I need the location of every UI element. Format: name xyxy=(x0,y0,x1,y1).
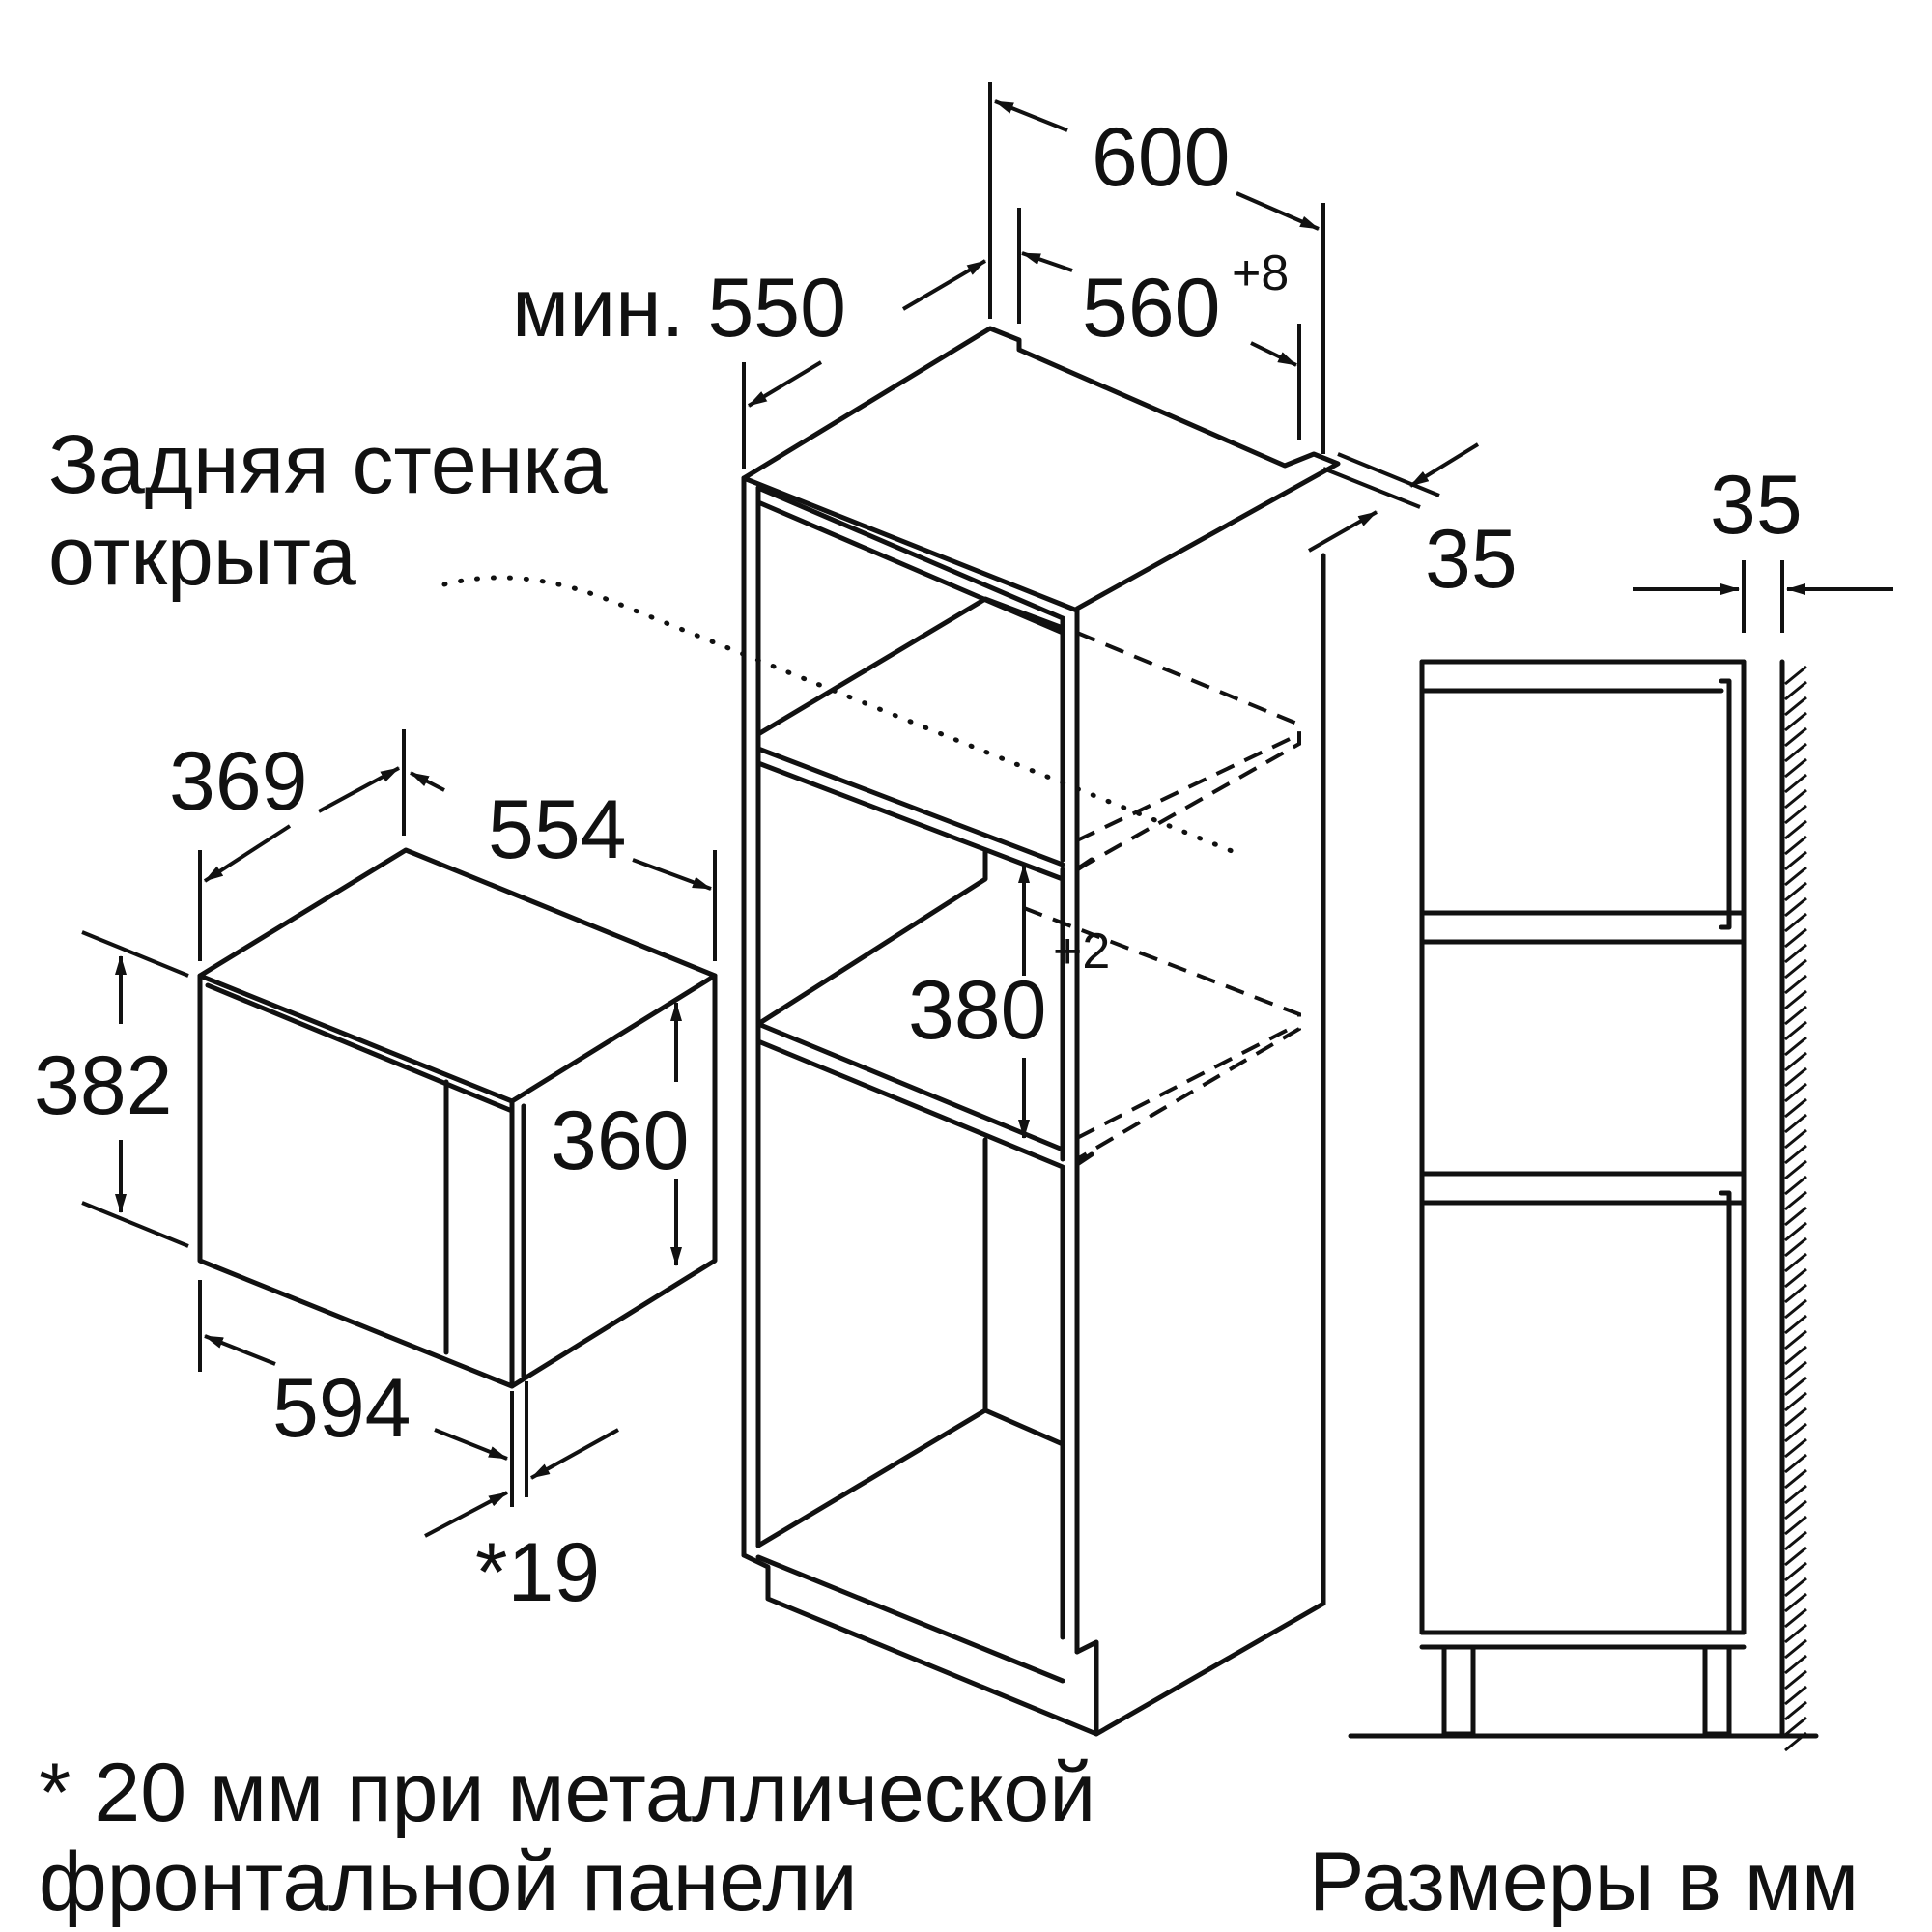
hatch-line xyxy=(1784,696,1807,717)
dim-380-tolerance: +2 xyxy=(1053,923,1110,980)
hatch-line xyxy=(1784,788,1807,810)
hatch-line xyxy=(1784,1376,1807,1397)
hatch-line xyxy=(1784,665,1807,686)
hatch-line xyxy=(1784,1020,1807,1041)
hatch-line xyxy=(1784,1391,1807,1412)
dim-min-550: мин. 550 xyxy=(512,262,846,355)
footnote-line1: * 20 мм при металлической xyxy=(39,1747,1095,1839)
hatch-line xyxy=(1784,1283,1807,1304)
dim-35-top: 35 xyxy=(1425,513,1518,606)
hatch-line xyxy=(1784,1066,1807,1088)
dim-560-tolerance: +8 xyxy=(1232,245,1289,301)
hatch-line xyxy=(1784,1128,1807,1150)
hatch-line xyxy=(1784,1453,1807,1474)
hatch-line xyxy=(1784,1345,1807,1366)
hatch-line xyxy=(1784,1422,1807,1443)
hatch-line xyxy=(1784,835,1807,856)
hatch-line xyxy=(1784,1546,1807,1567)
footnote-line2: фронтальной панели xyxy=(39,1835,858,1928)
hatch-line xyxy=(1784,742,1807,763)
hatch-line xyxy=(1784,680,1807,701)
hatch-line xyxy=(1784,974,1807,995)
hatch-line xyxy=(1784,1561,1807,1582)
hatch-line xyxy=(1784,958,1807,980)
back-wall-note-line2: открыта xyxy=(48,510,356,603)
hatch-line xyxy=(1784,819,1807,840)
hatch-line xyxy=(1784,1700,1807,1721)
hatch-line xyxy=(1784,757,1807,779)
hatch-line xyxy=(1784,1437,1807,1459)
hatch-line xyxy=(1784,1159,1807,1180)
hatch-line xyxy=(1784,1005,1807,1026)
dim-594: 594 xyxy=(272,1362,412,1455)
back-wall-note-line1: Задняя стенка xyxy=(48,418,608,511)
hatch-line xyxy=(1784,1051,1807,1072)
hatch-line xyxy=(1784,773,1807,794)
hatch-line xyxy=(1784,1406,1807,1428)
hatch-line xyxy=(1784,1468,1807,1490)
hatch-line xyxy=(1784,881,1807,902)
hatch-line xyxy=(1784,1638,1807,1660)
hatch-line xyxy=(1784,1530,1807,1551)
dim-600: 600 xyxy=(1092,111,1231,204)
hatch-line xyxy=(1784,927,1807,949)
hatch-line xyxy=(1784,1314,1807,1335)
hatch-line xyxy=(1784,804,1807,825)
hatch-line xyxy=(1784,1685,1807,1706)
hatch-line xyxy=(1784,1298,1807,1320)
hatch-line xyxy=(1784,1190,1807,1211)
hatch-line xyxy=(1784,1144,1807,1165)
hatch-line xyxy=(1784,1654,1807,1675)
hatch-line xyxy=(1784,1360,1807,1381)
hatch-line xyxy=(1784,1175,1807,1196)
hatch-line xyxy=(1784,1623,1807,1644)
hatch-line xyxy=(1784,711,1807,732)
hatch-line xyxy=(1784,1669,1807,1690)
units-note: Размеры в мм xyxy=(1309,1835,1859,1928)
dim-369: 369 xyxy=(169,735,308,828)
hatch-line xyxy=(1784,989,1807,1010)
hatch-line xyxy=(1784,1252,1807,1273)
hatch-line xyxy=(1784,1731,1807,1752)
hatch-line xyxy=(1784,912,1807,933)
hatch-line xyxy=(1784,1577,1807,1598)
hatch-line xyxy=(1784,1329,1807,1350)
hatch-line xyxy=(1784,1515,1807,1536)
hatch-line xyxy=(1784,1607,1807,1629)
cabinet-dimensions xyxy=(742,82,1480,1139)
hatch-line xyxy=(1784,1206,1807,1227)
hatch-line xyxy=(1784,1592,1807,1613)
microwave-dimensions xyxy=(81,729,717,1538)
hatch-line xyxy=(1784,1036,1807,1057)
hatch-line xyxy=(1784,1499,1807,1520)
dim-560: 560 xyxy=(1082,262,1221,355)
dim-19: *19 xyxy=(475,1526,600,1619)
hatch-line xyxy=(1784,1097,1807,1119)
hatch-line xyxy=(1784,850,1807,871)
tall-cabinet xyxy=(441,326,1341,1737)
hatch-line xyxy=(1784,1082,1807,1103)
hatch-line xyxy=(1784,1716,1807,1737)
dim-554: 554 xyxy=(488,783,627,876)
wall-hatching xyxy=(1784,665,1807,1752)
hatch-line xyxy=(1784,726,1807,748)
dim-382: 382 xyxy=(34,1039,173,1132)
microwave-unit xyxy=(197,847,718,1389)
dim-380: 380 xyxy=(908,964,1047,1057)
hatch-line xyxy=(1784,1236,1807,1258)
hatch-line xyxy=(1784,1221,1807,1242)
hatch-line xyxy=(1784,943,1807,964)
hatch-line xyxy=(1784,866,1807,887)
dim-35-side: 35 xyxy=(1710,459,1803,552)
dim-360: 360 xyxy=(551,1094,690,1187)
side-view xyxy=(1348,560,1893,1752)
hatch-line xyxy=(1784,896,1807,918)
hatch-line xyxy=(1784,1484,1807,1505)
hatch-line xyxy=(1784,1113,1807,1134)
hatch-line xyxy=(1784,1267,1807,1289)
